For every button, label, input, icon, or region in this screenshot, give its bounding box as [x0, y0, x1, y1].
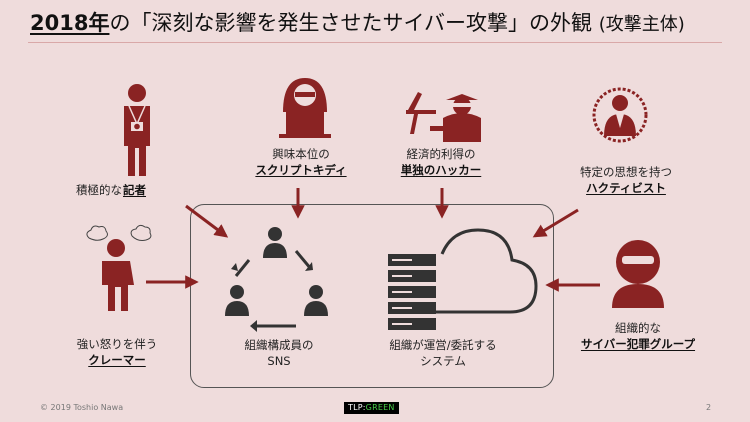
- page-number: 2: [706, 403, 712, 412]
- title-divider: [28, 42, 722, 43]
- copyright: © 2019 Toshio Nawa: [40, 403, 124, 412]
- journalist-label: 積極的な記者: [76, 183, 146, 197]
- sns-label: 組織構成員の SNS: [244, 338, 314, 368]
- title-sub: (攻撃主体): [598, 14, 685, 35]
- hacktivist-label: 特定の思想を持つ ハクティビスト: [580, 165, 672, 195]
- cyber-crime-label: 組織的な サイバー犯罪グループ: [580, 321, 696, 351]
- title-year: 2018年: [30, 11, 110, 35]
- title-main: の「深刻な影響を発生させたサイバー攻撃」の外観: [109, 11, 593, 35]
- cyber-crime-icon: [612, 240, 664, 308]
- system-label: 組織が運営/委託する システム: [389, 338, 497, 368]
- journalist-icon: [124, 84, 150, 176]
- hacker-label: 経済的利得の 単独のハッカー: [400, 147, 482, 177]
- claimer-label: 強い怒りを伴う クレーマー: [76, 337, 158, 367]
- arrow-journalist: [185, 204, 229, 238]
- script-kiddie-icon: [279, 78, 331, 138]
- target-box: [190, 204, 554, 388]
- arrow-hacktivist: [532, 208, 579, 238]
- page-title: 2018年の「深刻な影響を発生させたサイバー攻撃」の外観 (攻撃主体): [30, 8, 730, 40]
- tlp-badge: TLP:GREEN: [344, 402, 399, 414]
- sns-cycle-icon: [225, 227, 328, 332]
- arrows: [146, 188, 600, 292]
- hacktivist-icon: [592, 87, 648, 143]
- server-cloud-icon: [388, 228, 538, 330]
- script-kiddie-label: 興味本位の スクリプトキディ: [255, 147, 347, 177]
- claimer-icon: [86, 224, 152, 311]
- hacker-icon: [406, 92, 481, 142]
